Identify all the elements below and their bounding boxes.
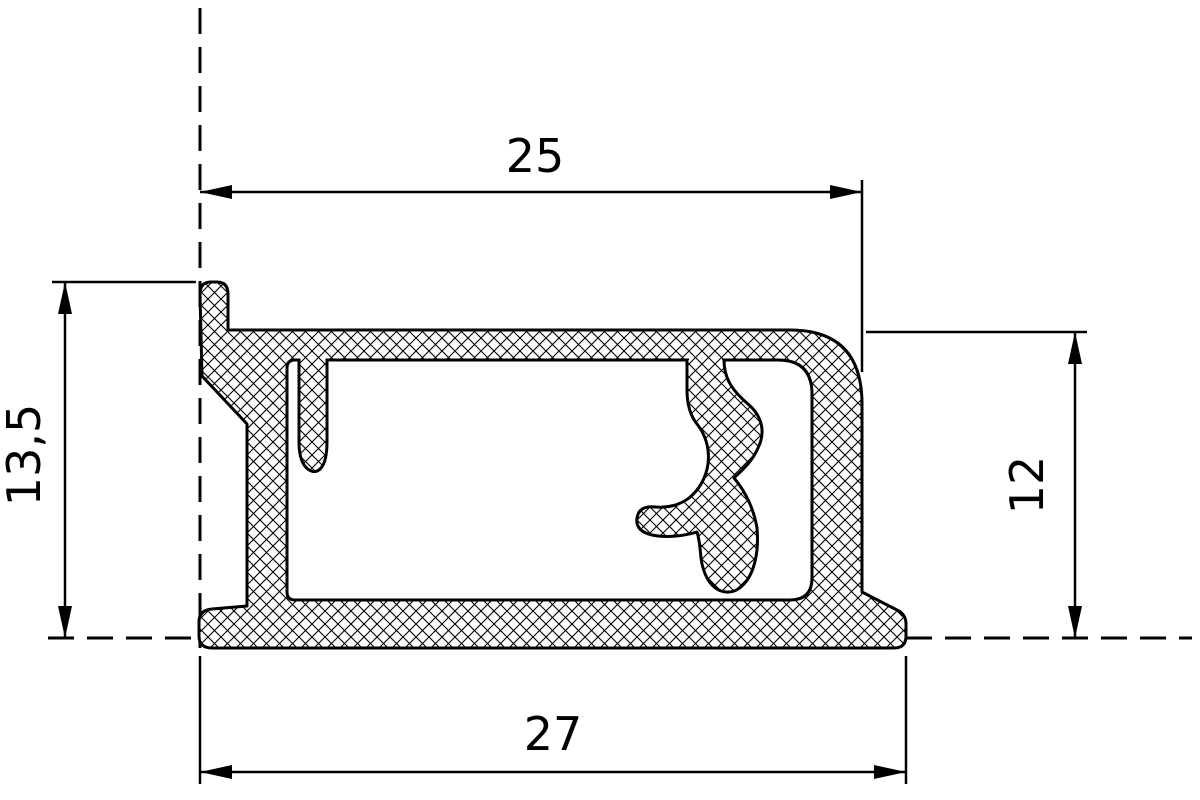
hatch-seam-patch-clip bbox=[689, 356, 722, 364]
arrowhead-right bbox=[830, 185, 862, 199]
profile-body bbox=[197, 280, 908, 650]
arrowhead-right bbox=[874, 765, 906, 779]
arrowhead-top bbox=[58, 282, 72, 314]
dimension-right-height: 12 bbox=[866, 330, 1087, 638]
profile-section bbox=[197, 280, 908, 650]
dimension-label-right-height: 12 bbox=[1000, 456, 1054, 515]
dimension-label-bottom-width: 27 bbox=[524, 707, 583, 761]
arrowhead-left bbox=[200, 765, 232, 779]
clip-leg bbox=[635, 359, 764, 594]
dimension-bottom-width: 27 bbox=[198, 656, 908, 784]
arrowhead-left bbox=[200, 185, 232, 199]
arrowhead-bottom bbox=[1068, 606, 1082, 638]
dimension-top-width: 25 bbox=[200, 129, 864, 372]
arrowhead-bottom bbox=[58, 606, 72, 638]
retainer-finger bbox=[297, 360, 329, 474]
dimension-label-top-width: 25 bbox=[506, 129, 565, 183]
dimension-label-left-height: 13,5 bbox=[0, 404, 51, 506]
dimension-left-height: 13,5 bbox=[0, 280, 196, 638]
hatch-seam-patch-finger bbox=[300, 356, 326, 364]
arrowhead-top bbox=[1068, 332, 1082, 364]
